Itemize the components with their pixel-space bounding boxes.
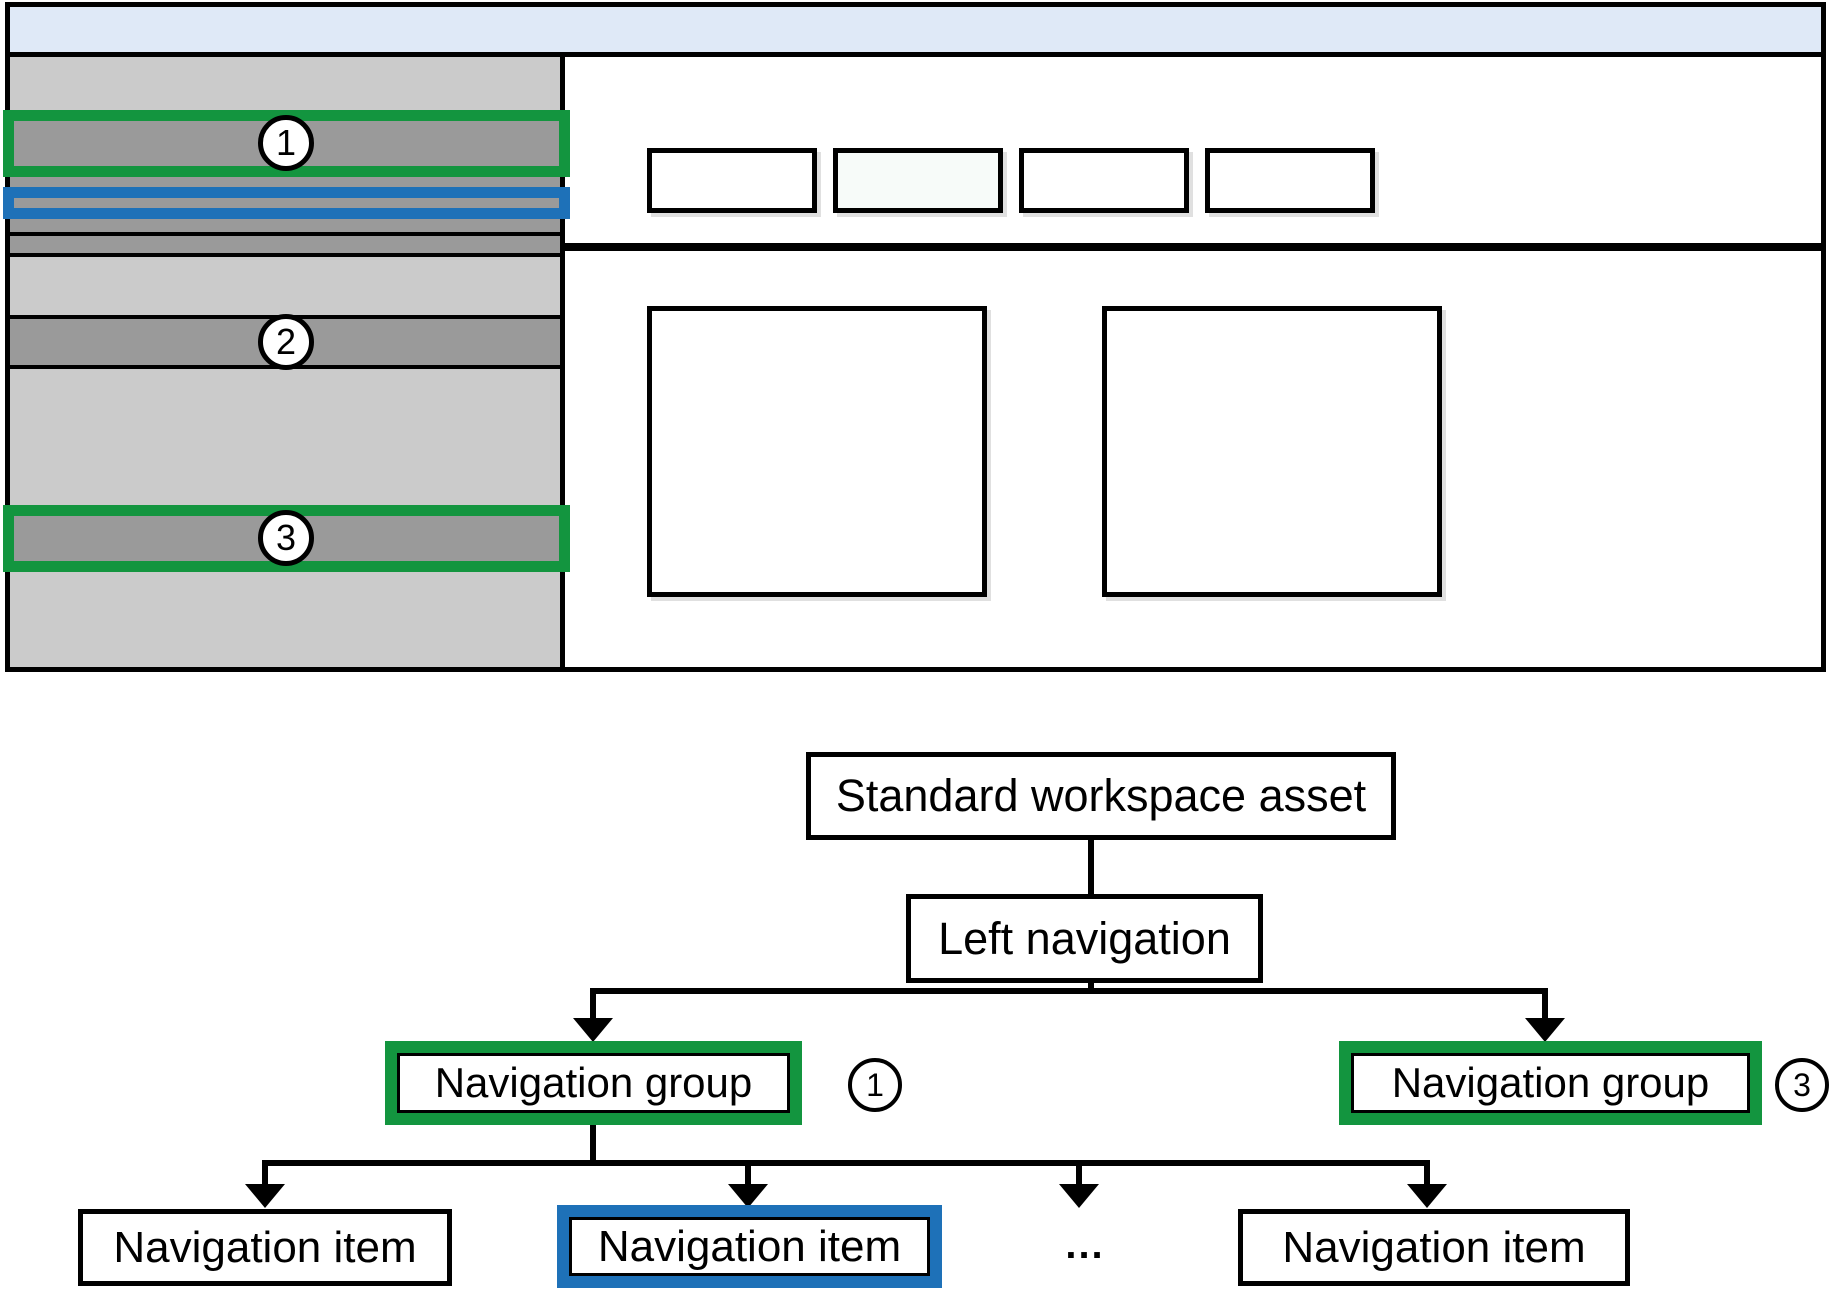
arrowhead-item-ellipsis-icon (1059, 1184, 1099, 1208)
tree-node-left-navigation-label: Left navigation (938, 912, 1231, 964)
drop-item-ellipsis (1076, 1164, 1082, 1186)
tree-node-navigation-group-1-label: Navigation group (434, 1059, 753, 1106)
tree-node-navigation-item-1: Navigation item (78, 1209, 452, 1286)
callout-badge-1-number: 1 (275, 122, 297, 163)
toolbar-tab-2 (833, 148, 1003, 213)
callout-badge-2-number: 2 (275, 321, 297, 362)
toolbar-tab-4 (1205, 148, 1375, 213)
drop-item-2 (745, 1164, 751, 1186)
callout-badge-3-number: 3 (275, 517, 297, 558)
tree-badge-1-number: 1 (866, 1066, 884, 1103)
content-card-1 (647, 306, 987, 597)
tree-ellipsis-text: ... (1065, 1222, 1105, 1267)
tree-node-navigation-group-3: Navigation group (1339, 1041, 1762, 1125)
content-card-2 (1102, 306, 1442, 597)
tree-node-navigation-item-4-label: Navigation item (1282, 1222, 1586, 1272)
connector-group1-stem (590, 1125, 596, 1163)
app-header-bar (5, 2, 1826, 57)
callout-badge-2: 2 (258, 314, 314, 370)
arrowhead-item-2-icon (728, 1184, 768, 1208)
tree-node-navigation-item-1-label: Navigation item (113, 1222, 417, 1272)
tree-node-root: Standard workspace asset (806, 752, 1396, 840)
drop-group-left (590, 992, 596, 1022)
drop-item-1 (262, 1164, 268, 1186)
connector-leftnav-stem (1088, 981, 1094, 991)
tree-ellipsis: ... (1040, 1220, 1130, 1270)
branch-groups-horizontal (590, 988, 1548, 994)
callout-badge-3: 3 (258, 510, 314, 566)
selected-nav-item-highlight (3, 187, 570, 219)
tree-node-left-navigation: Left navigation (906, 894, 1263, 983)
arrowhead-group-right-icon (1525, 1018, 1565, 1042)
drop-group-right (1542, 992, 1548, 1022)
sidebar-divider-bar (10, 232, 560, 257)
tree-badge-3-number: 3 (1793, 1066, 1811, 1103)
connector-root-to-leftnav (1088, 838, 1094, 896)
arrowhead-group-left-icon (573, 1018, 613, 1042)
branch-items-horizontal (262, 1160, 1430, 1166)
arrowhead-item-4-icon (1407, 1184, 1447, 1208)
callout-badge-1: 1 (258, 115, 314, 171)
tree-node-navigation-item-selected: Navigation item (557, 1205, 942, 1288)
tree-node-root-label: Standard workspace asset (835, 770, 1367, 821)
toolbar-tab-3 (1019, 148, 1189, 213)
tree-node-navigation-item-selected-label: Navigation item (597, 1221, 902, 1271)
drop-item-4 (1424, 1164, 1430, 1186)
tree-node-navigation-group-3-label: Navigation group (1391, 1059, 1710, 1106)
tree-badge-3: 3 (1775, 1058, 1829, 1112)
tree-node-navigation-group-1: Navigation group (385, 1041, 802, 1125)
tree-node-navigation-group-3-inner: Navigation group (1351, 1053, 1750, 1113)
toolbar-tab-1 (647, 148, 817, 213)
tree-node-navigation-item-4: Navigation item (1238, 1209, 1630, 1286)
tree-node-navigation-group-1-inner: Navigation group (397, 1053, 790, 1113)
tree-badge-1: 1 (848, 1058, 902, 1112)
arrowhead-item-1-icon (245, 1184, 285, 1208)
tree-node-navigation-item-selected-inner: Navigation item (569, 1217, 930, 1276)
content-header-divider (565, 243, 1826, 251)
